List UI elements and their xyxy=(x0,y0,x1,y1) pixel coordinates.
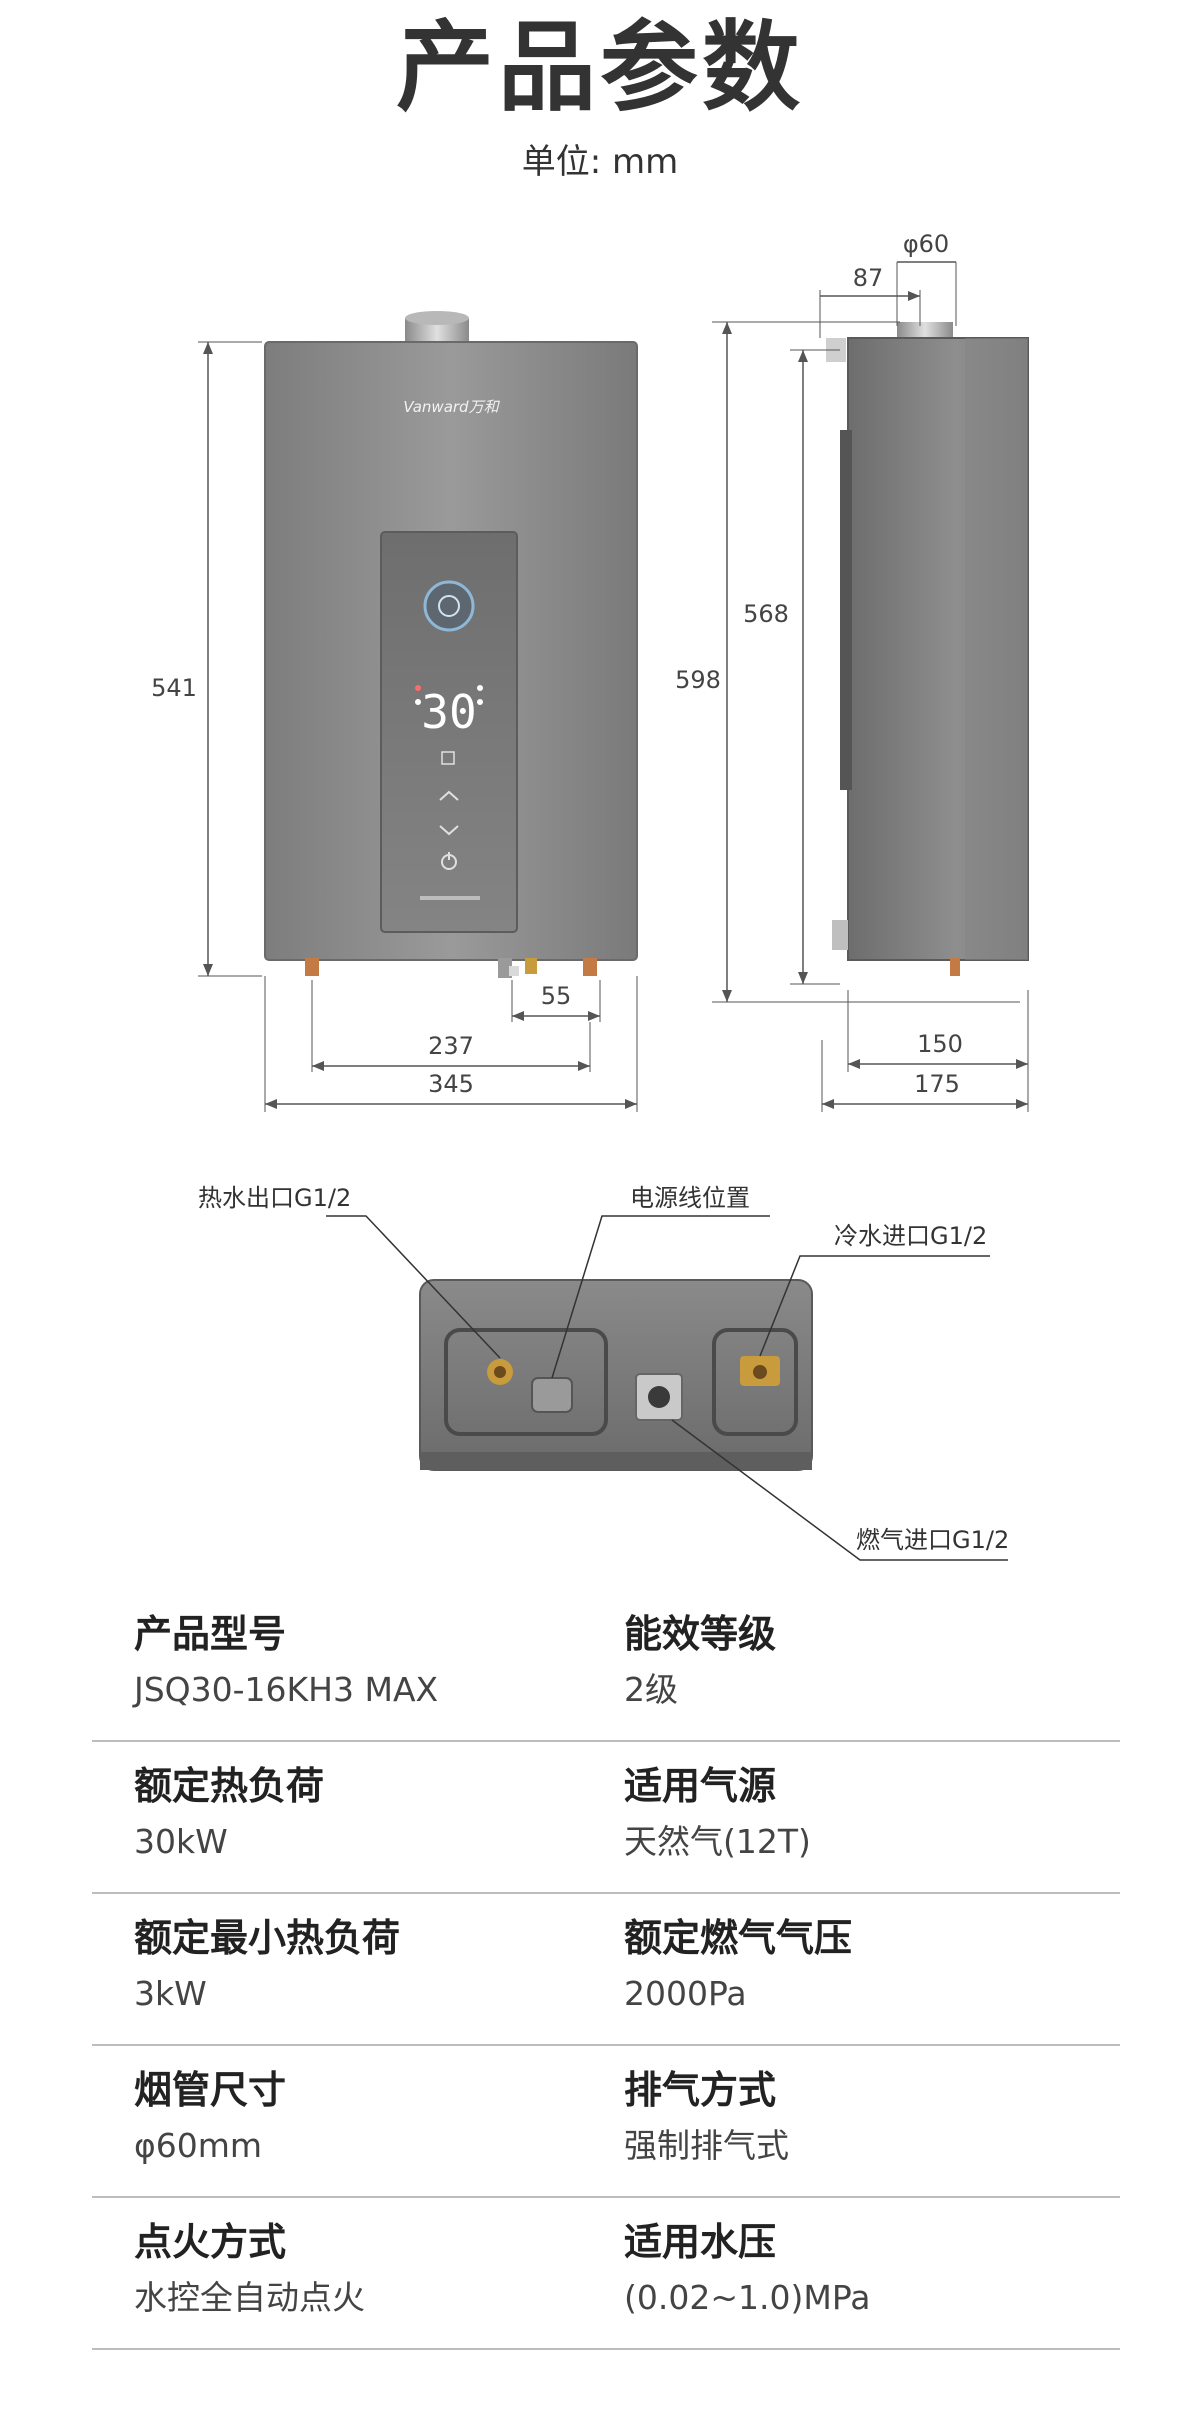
hot-water-outlet-label: 热水出口G1/2 xyxy=(198,1184,351,1212)
spec-value-flue-size: φ60mm xyxy=(134,2126,263,2165)
spec-cell: 适用气源 天然气(12T) xyxy=(624,1742,811,1864)
spec-value-gas-pressure: 2000Pa xyxy=(624,1974,747,2013)
dim-width-345: 345 xyxy=(428,1070,474,1098)
spec-cell: 适用水压 (0.02~1.0)MPa xyxy=(624,2198,870,2320)
dim-flue-offset: 87 xyxy=(853,264,884,292)
spec-table: 产品型号 JSQ30-16KH3 MAX 能效等级 2级 额定热负荷 30kW … xyxy=(92,1590,1120,2350)
cold-water-inlet-label: 冷水进口G1/2 xyxy=(834,1222,987,1250)
spec-label-min-load: 额定最小热负荷 xyxy=(134,1916,401,1960)
spec-cell: 额定热负荷 30kW xyxy=(134,1742,324,1864)
gas-inlet-label: 燃气进口G1/2 xyxy=(856,1526,1009,1554)
spec-cell: 点火方式 水控全自动点火 xyxy=(134,2198,365,2320)
spec-label-water-pressure: 适用水压 xyxy=(624,2220,777,2264)
dimension-diagram: Vanward万和 30 541 xyxy=(151,230,1029,1561)
spec-value-gas-source: 天然气(12T) xyxy=(624,1822,811,1861)
up-arrow-icon[interactable] xyxy=(439,790,459,801)
spec-value-efficiency: 2级 xyxy=(624,1670,678,1709)
cold-water-pipe xyxy=(583,958,597,976)
dim-height-541: 541 xyxy=(151,674,197,702)
spec-label-exhaust-type: 排气方式 xyxy=(624,2068,777,2112)
gas-pipe xyxy=(498,958,512,978)
dim-total-height: 598 xyxy=(675,666,721,694)
dim-inlet-spacing-237: 237 xyxy=(428,1032,474,1060)
spec-label-gas-pressure: 额定燃气气压 xyxy=(624,1916,853,1960)
brand-logo: Vanward万和 xyxy=(403,398,500,416)
power-cord-label: 电源线位置 xyxy=(630,1184,750,1212)
spec-value-model: JSQ30-16KH3 MAX xyxy=(134,1670,439,1709)
power-cord-grommet xyxy=(531,1377,573,1413)
dim-flue-diameter: φ60 xyxy=(903,230,949,258)
spec-cell: 产品型号 JSQ30-16KH3 MAX xyxy=(134,1590,438,1712)
dim-gas-offset-55: 55 xyxy=(541,982,572,1010)
spec-value-min-load: 3kW xyxy=(134,1974,207,2013)
spec-cell: 额定最小热负荷 3kW xyxy=(134,1894,400,2016)
spec-value-rated-load: 30kW xyxy=(134,1822,228,1861)
spec-label-rated-load: 额定热负荷 xyxy=(134,1764,325,1808)
spec-cell: 烟管尺寸 φ60mm xyxy=(134,2046,286,2168)
spec-label-gas-source: 适用气源 xyxy=(624,1764,777,1808)
hot-water-pipe xyxy=(305,958,319,976)
spec-row: 额定最小热负荷 3kW 额定燃气气压 2000Pa xyxy=(92,1894,1120,2046)
side-view: φ60 87 598 568 150 175 xyxy=(675,230,1029,1112)
spec-cell: 排气方式 强制排气式 xyxy=(624,2046,789,2168)
spec-row: 烟管尺寸 φ60mm 排气方式 强制排气式 xyxy=(92,2046,1120,2198)
unit-label: 单位: mm xyxy=(521,142,679,182)
front-view: Vanward万和 30 541 xyxy=(151,311,638,1112)
spec-label-ignition: 点火方式 xyxy=(134,2220,287,2264)
spec-value-ignition: 水控全自动点火 xyxy=(134,2278,365,2317)
spec-value-exhaust-type: 强制排气式 xyxy=(624,2126,789,2165)
spec-value-water-pressure: (0.02~1.0)MPa xyxy=(624,2278,871,2317)
spec-row: 产品型号 JSQ30-16KH3 MAX 能效等级 2级 xyxy=(92,1590,1120,1742)
temperature-display: 30 xyxy=(421,685,476,739)
page-title: 产品参数 xyxy=(395,11,804,125)
spec-row: 额定热负荷 30kW 适用气源 天然气(12T) xyxy=(92,1742,1120,1894)
spec-cell: 能效等级 2级 xyxy=(624,1590,776,1712)
mode-knob[interactable] xyxy=(423,580,475,632)
control-panel xyxy=(380,531,518,933)
dim-depth-inner: 150 xyxy=(917,1030,963,1058)
function-button[interactable] xyxy=(441,751,455,765)
bottom-view: 热水出口G1/2 电源线位置 冷水进口G1/2 燃气进口G1/2 xyxy=(198,1184,1009,1561)
spec-label-efficiency: 能效等级 xyxy=(624,1612,777,1656)
dim-depth-outer: 175 xyxy=(914,1070,960,1098)
spec-label-flue-size: 烟管尺寸 xyxy=(134,2068,287,2112)
spec-label-model: 产品型号 xyxy=(134,1612,287,1656)
spec-row: 点火方式 水控全自动点火 适用水压 (0.02~1.0)MPa xyxy=(92,2198,1120,2350)
down-arrow-icon[interactable] xyxy=(439,825,459,836)
spec-cell: 额定燃气气压 2000Pa xyxy=(624,1894,852,2016)
dim-body-height: 568 xyxy=(743,600,789,628)
